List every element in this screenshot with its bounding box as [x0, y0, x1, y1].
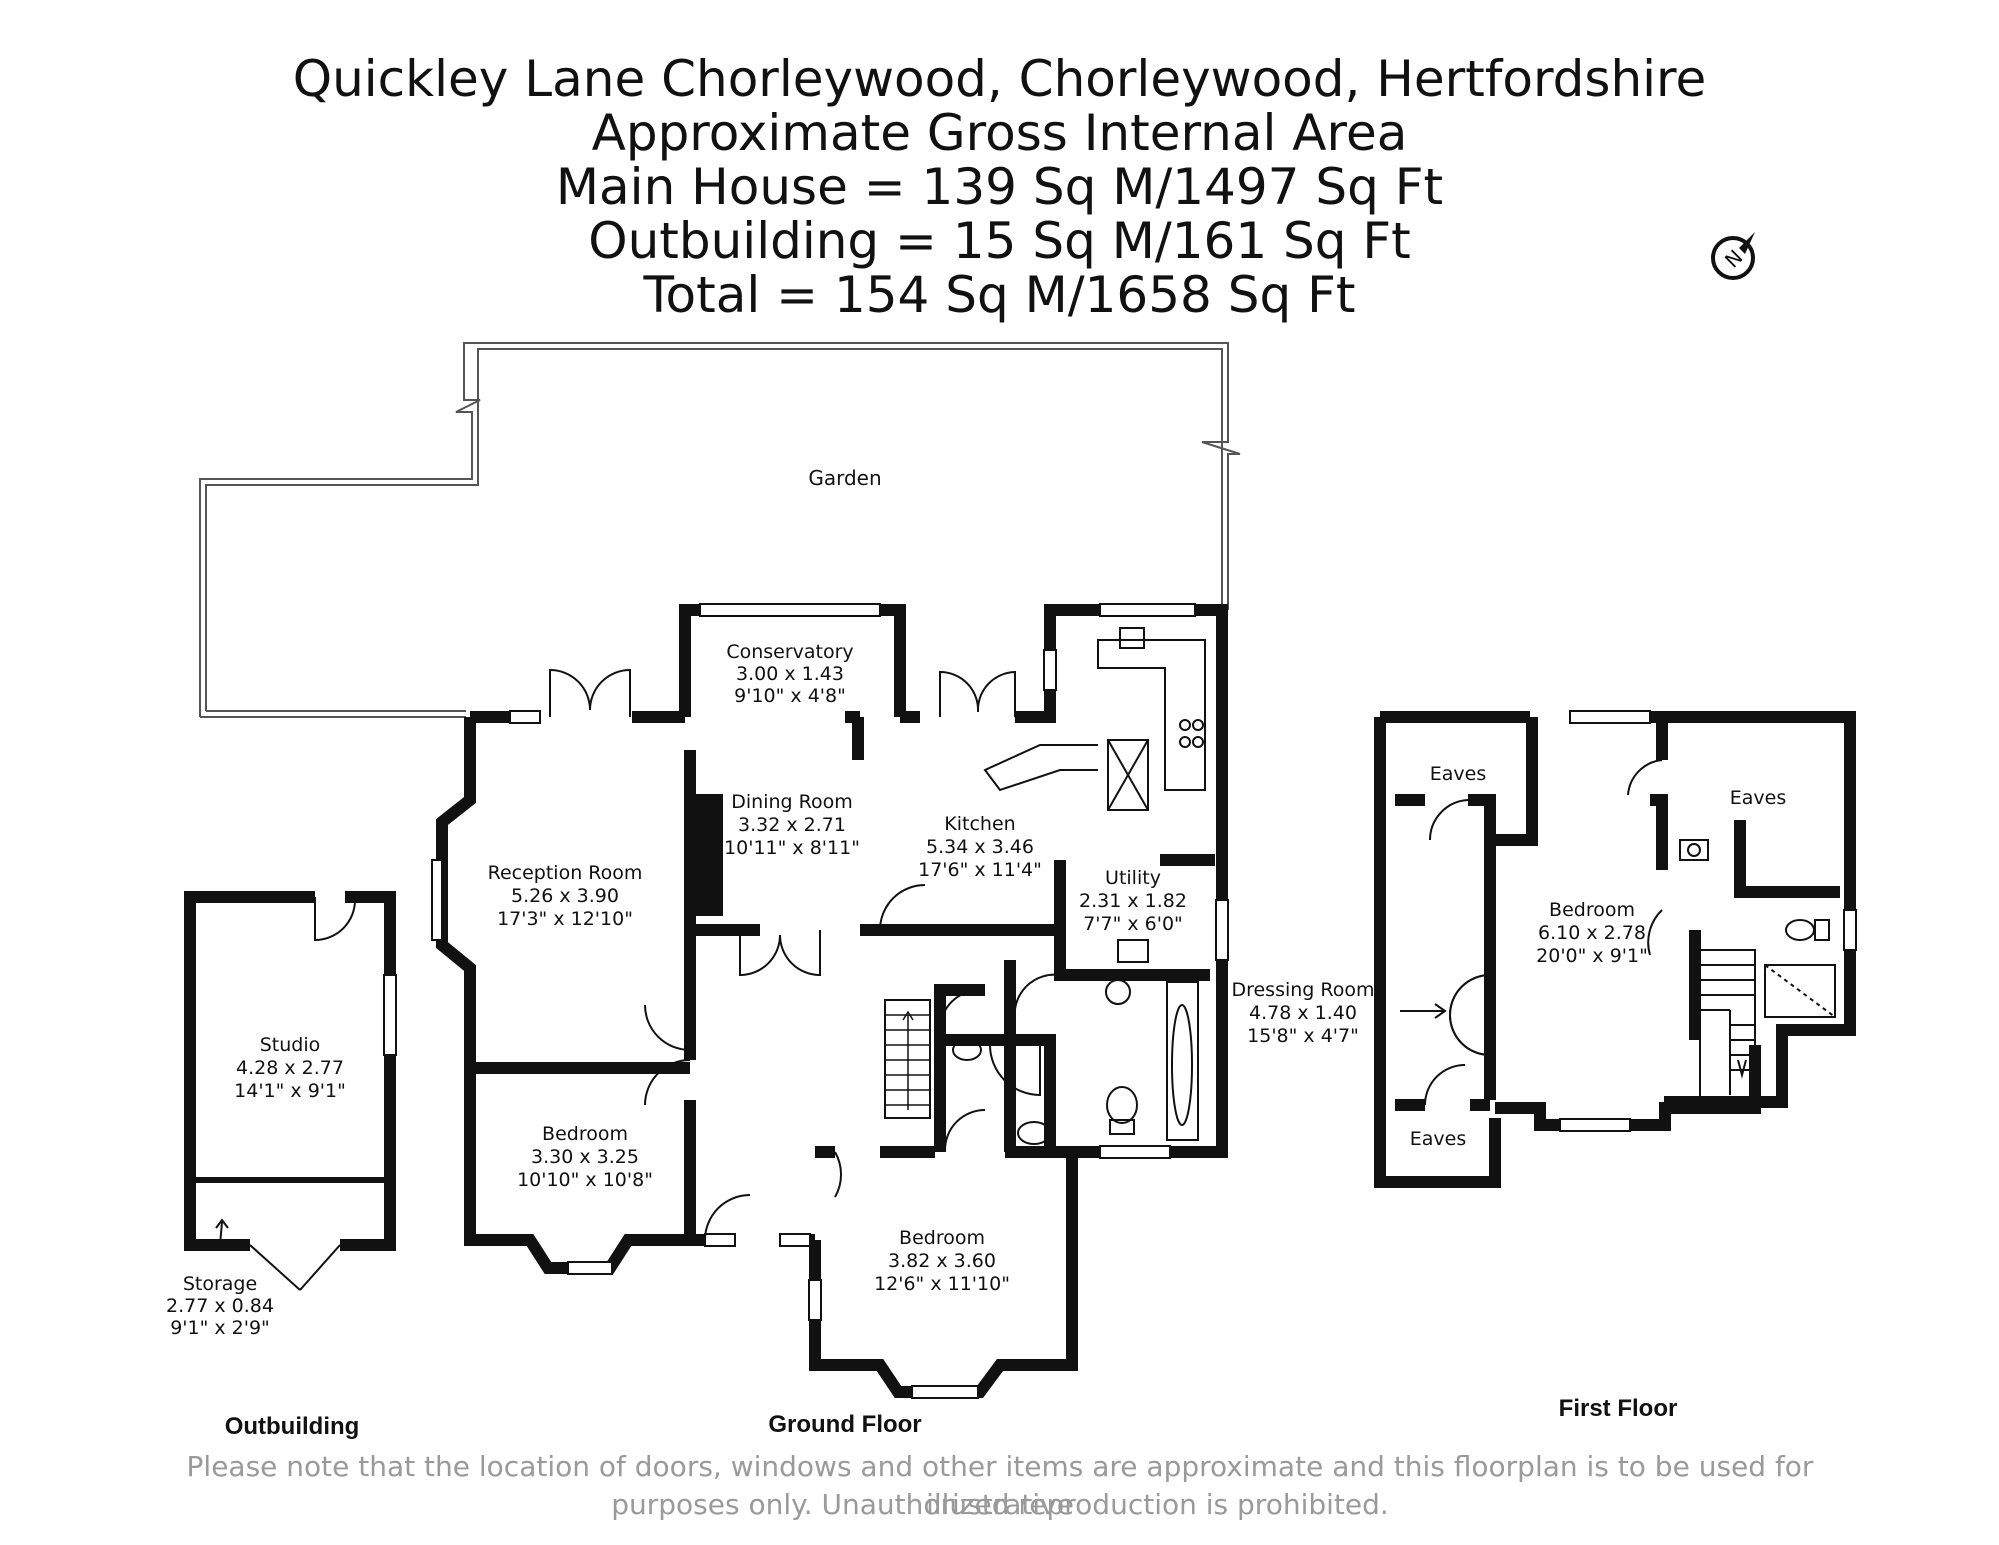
- room-label-studio: Studio: [260, 1034, 321, 1056]
- outbuilding-area: Outbuilding = 15 Sq M/161 Sq Ft: [588, 212, 1411, 270]
- garden-area: [199, 342, 1241, 718]
- ground-floor-stairs: [885, 1010, 930, 1110]
- room-label-conservatory: Conservatory: [726, 641, 853, 663]
- floor-label-ground: Ground Floor: [768, 1411, 921, 1438]
- room-label-eaves-3: Eaves: [1410, 1128, 1466, 1150]
- ground-floor-windows: [431, 603, 1229, 1399]
- room-label-bedroom-gf1: Bedroom: [542, 1123, 628, 1145]
- ground-floor-doors: [549, 668, 1061, 1241]
- room-label-eaves-1: Eaves: [1430, 763, 1486, 785]
- room-dim-studio-imperial: 14'1" x 9'1": [234, 1080, 346, 1102]
- floor-label-first: First Floor: [1559, 1395, 1678, 1422]
- compass-icon: N: [1711, 232, 1755, 280]
- room-label-kitchen: Kitchen: [944, 813, 1015, 835]
- room-label-utility: Utility: [1105, 867, 1161, 889]
- outbuilding-openings: [215, 897, 397, 1291]
- room-dim-bedroom-gf2-metric: 3.82 x 3.60: [888, 1250, 996, 1272]
- room-dim-conservatory-metric: 3.00 x 1.43: [736, 663, 844, 685]
- disclaimer-line-2: purposes only. Unauthorized reproduction…: [611, 1488, 1389, 1521]
- first-floor-walls: [1374, 711, 1856, 1188]
- main-house-area: Main House = 139 Sq M/1497 Sq Ft: [555, 158, 1444, 216]
- room-dim-reception-metric: 5.26 x 3.90: [511, 885, 619, 907]
- room-dim-bedroom-gf2-imperial: 12'6" x 11'10": [874, 1273, 1010, 1295]
- ground-floor-walls: [436, 604, 1228, 1398]
- room-label-garden: Garden: [808, 466, 881, 490]
- room-dim-dining-imperial: 10'11" x 8'11": [724, 837, 860, 859]
- kitchen-fittings: [952, 627, 1206, 1145]
- room-dim-bedroom-gf1-metric: 3.30 x 3.25: [531, 1146, 639, 1168]
- room-dim-bedroom-ff-imperial: 20'0" x 9'1": [1536, 945, 1648, 967]
- first-floor-fittings: [1400, 710, 1857, 1132]
- room-dim-reception-imperial: 17'3" x 12'10": [497, 908, 633, 930]
- room-dim-bedroom-ff-metric: 6.10 x 2.78: [1538, 922, 1646, 944]
- room-dim-dining-metric: 3.32 x 2.71: [738, 814, 846, 836]
- room-dim-conservatory-imperial: 9'10" x 4'8": [734, 685, 846, 707]
- room-label-bedroom-gf2: Bedroom: [899, 1227, 985, 1249]
- room-label-reception: Reception Room: [488, 862, 643, 884]
- room-dim-dressing-metric: 4.78 x 1.40: [1249, 1002, 1357, 1024]
- room-dim-bedroom-gf1-imperial: 10'10" x 10'8": [517, 1169, 653, 1191]
- room-label-dining: Dining Room: [731, 791, 852, 813]
- total-area: Total = 154 Sq M/1658 Sq Ft: [643, 266, 1356, 324]
- room-dim-studio-metric: 4.28 x 2.77: [236, 1057, 344, 1079]
- room-dim-dressing-imperial: 15'8" x 4'7": [1247, 1025, 1359, 1047]
- room-label-bedroom-ff: Bedroom: [1549, 899, 1635, 921]
- room-dim-kitchen-metric: 5.34 x 3.46: [926, 836, 1034, 858]
- room-label-storage: Storage: [183, 1273, 257, 1295]
- room-dim-storage-imperial: 9'1" x 2'9": [170, 1317, 270, 1339]
- room-dim-storage-metric: 2.77 x 0.84: [166, 1295, 274, 1317]
- property-address: Quickley Lane Chorleywood, Chorleywood, …: [292, 50, 1707, 108]
- room-label-eaves-2: Eaves: [1730, 787, 1786, 809]
- room-label-dressing: Dressing Room: [1231, 979, 1374, 1001]
- disclaimer-line-1: Please note that the location of doors, …: [186, 1450, 1814, 1521]
- room-labels: Conservatory 3.00 x 1.43 9'10" x 4'8" Di…: [166, 641, 1786, 1339]
- area-title: Approximate Gross Internal Area: [591, 104, 1408, 162]
- floor-label-outbuilding: Outbuilding: [225, 1413, 360, 1440]
- room-dim-utility-metric: 2.31 x 1.82: [1079, 890, 1187, 912]
- room-dim-kitchen-imperial: 17'6" x 11'4": [918, 859, 1042, 881]
- room-dim-utility-imperial: 7'7" x 6'0": [1083, 913, 1183, 935]
